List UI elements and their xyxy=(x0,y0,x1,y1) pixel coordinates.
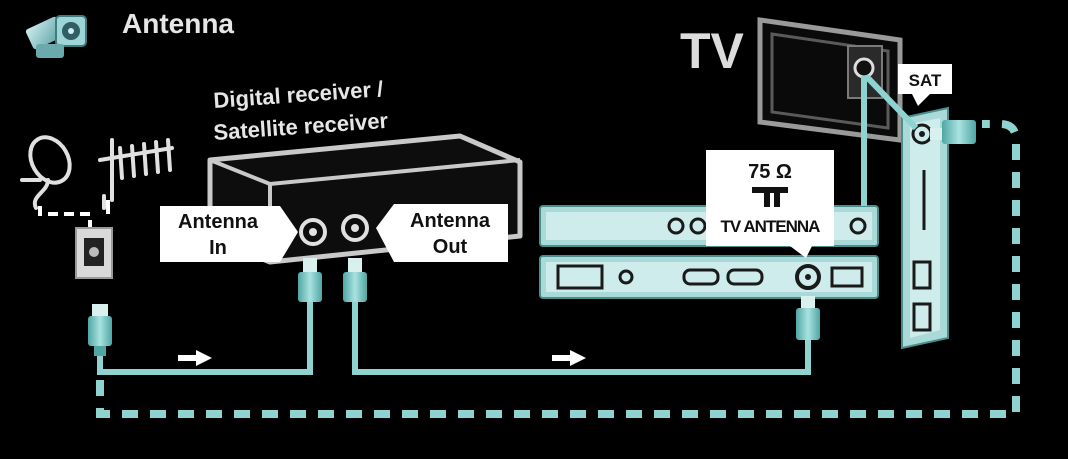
receiver-label-line1: Digital receiver / xyxy=(213,76,384,113)
signal-direction-arrow-icon xyxy=(552,350,586,366)
tv-side-panel xyxy=(901,106,949,350)
antenna-in-label-line2: In xyxy=(209,237,227,259)
tv-antenna-callout: 75 Ω TV ANTENNA xyxy=(706,150,834,258)
wall-socket-icon xyxy=(75,227,113,279)
satellite-dish-and-aerial-icon xyxy=(20,135,174,210)
tv-connector-panel-bottom xyxy=(539,255,879,299)
antenna-plug-icon xyxy=(25,15,87,58)
plug-tv-antenna xyxy=(796,296,820,340)
aerial-feed-cable xyxy=(38,206,92,228)
impedance-label: 75 Ω xyxy=(748,161,792,183)
tv-sat-internal-link xyxy=(863,73,919,131)
plug-antenna-in xyxy=(298,258,322,302)
antenna-in-label-line1: Antenna xyxy=(178,211,259,233)
antenna-out-callout: Antenna Out xyxy=(376,204,508,262)
antenna-in-callout: Antenna In xyxy=(160,206,298,262)
receiver-label-line2: Satellite receiver xyxy=(213,108,390,145)
plug-antenna-out xyxy=(343,258,367,302)
coax-symbol-icon xyxy=(752,187,788,207)
cable-receiver-to-tv xyxy=(352,300,811,375)
antenna-out-label-line1: Antenna xyxy=(410,210,491,232)
tv-screen-icon xyxy=(757,17,903,143)
plug-wall-socket xyxy=(88,304,112,356)
antenna-out-label-line2: Out xyxy=(433,236,468,258)
tv-label: TV xyxy=(680,23,745,79)
signal-direction-arrow-icon xyxy=(178,350,212,366)
sat-label: SAT xyxy=(909,71,942,90)
cable-satellite-dashed xyxy=(96,120,1020,418)
header-title: Antenna xyxy=(122,8,234,39)
sat-callout: SAT xyxy=(898,64,952,106)
tv-antenna-label: TV ANTENNA xyxy=(721,217,821,236)
plug-sat xyxy=(930,120,976,144)
